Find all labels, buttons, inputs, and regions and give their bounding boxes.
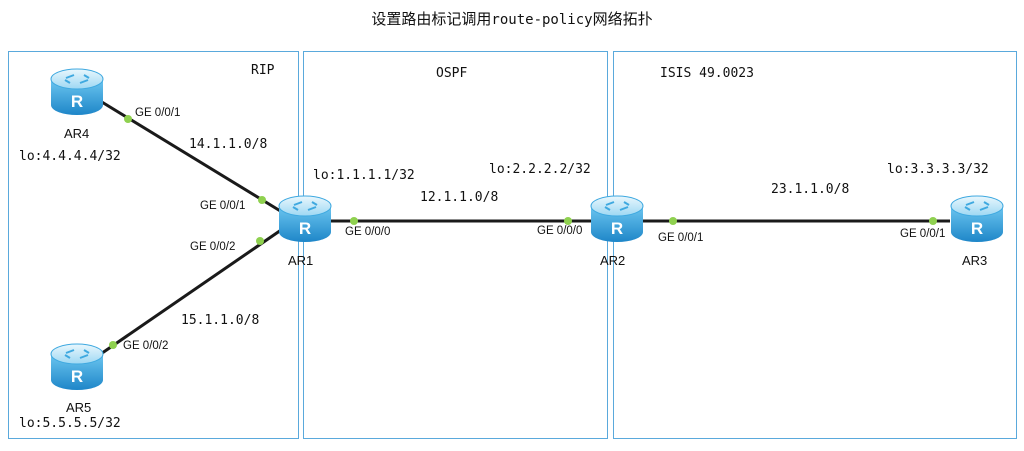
ar3-loopback: lo:3.3.3.3/32	[887, 162, 989, 177]
router-ar5-name: AR5	[66, 400, 92, 415]
link-ar4-ar1	[91, 94, 283, 214]
ar2-loopback: lo:2.2.2.2/32	[489, 162, 591, 177]
router-ar4-name: AR4	[64, 126, 90, 141]
network-ar2-ar3: 23.1.1.0/8	[771, 182, 850, 197]
svg-text:R: R	[971, 219, 983, 238]
title-prefix: 设置路由标记调用	[371, 10, 492, 28]
ospf-area	[303, 51, 608, 439]
router-ar3-name: AR3	[962, 253, 988, 268]
network-ar1-ar2: 12.1.1.0/8	[420, 190, 499, 205]
ar3-interface-g001: GE 0/0/1	[900, 228, 946, 240]
svg-text:R: R	[611, 219, 623, 238]
link-ar5-ar1	[91, 226, 285, 362]
port-dot-ar3-g001	[929, 217, 937, 225]
rip-area-label: RIP	[251, 63, 275, 78]
title-code: route-policy	[491, 12, 593, 28]
port-dot-ar2-g000	[564, 217, 572, 225]
ar1-interface-g001: GE 0/0/1	[200, 200, 246, 212]
ar2-interface-g001: GE 0/0/1	[658, 232, 704, 244]
title-suffix: 网络拓扑	[592, 10, 653, 28]
router-ar1-name: AR1	[288, 253, 314, 268]
svg-text:R: R	[299, 219, 311, 238]
svg-text:R: R	[71, 92, 83, 111]
rip-area	[8, 51, 299, 439]
ar5-loopback: lo:5.5.5.5/32	[19, 416, 121, 431]
ar2-interface-g000: GE 0/0/0	[537, 225, 583, 237]
router-ar2-icon: R	[588, 192, 646, 246]
ar1-interface-g000: GE 0/0/0	[345, 226, 391, 238]
router-ar2-name: AR2	[600, 253, 626, 268]
router-ar3-icon: R	[948, 192, 1006, 246]
port-dot-ar5-g002	[109, 341, 117, 349]
router-ar1-icon: R	[276, 192, 334, 246]
port-dot-ar4-g001	[124, 115, 132, 123]
ar4-interface-g001: GE 0/0/1	[135, 107, 181, 119]
ar5-interface-g002: GE 0/0/2	[123, 340, 169, 352]
port-dot-ar1-g002	[256, 237, 264, 245]
port-dot-ar1-g001	[258, 196, 266, 204]
svg-text:R: R	[71, 367, 83, 386]
network-ar5-ar1: 15.1.1.0/8	[181, 313, 260, 328]
diagram-title: 设置路由标记调用route-policy网络拓扑	[0, 8, 1024, 29]
ar1-loopback: lo:1.1.1.1/32	[313, 168, 415, 183]
port-dot-ar1-g000	[350, 217, 358, 225]
ar1-interface-g002: GE 0/0/2	[190, 241, 236, 253]
isis-area-label: ISIS 49.0023	[660, 66, 754, 81]
router-ar5-icon: R	[48, 340, 106, 394]
isis-area	[613, 51, 1017, 439]
ar4-loopback: lo:4.4.4.4/32	[19, 149, 121, 164]
ospf-area-label: OSPF	[436, 66, 468, 81]
router-ar4-icon: R	[48, 65, 106, 119]
network-ar4-ar1: 14.1.1.0/8	[189, 137, 268, 152]
port-dot-ar2-g001	[669, 217, 677, 225]
